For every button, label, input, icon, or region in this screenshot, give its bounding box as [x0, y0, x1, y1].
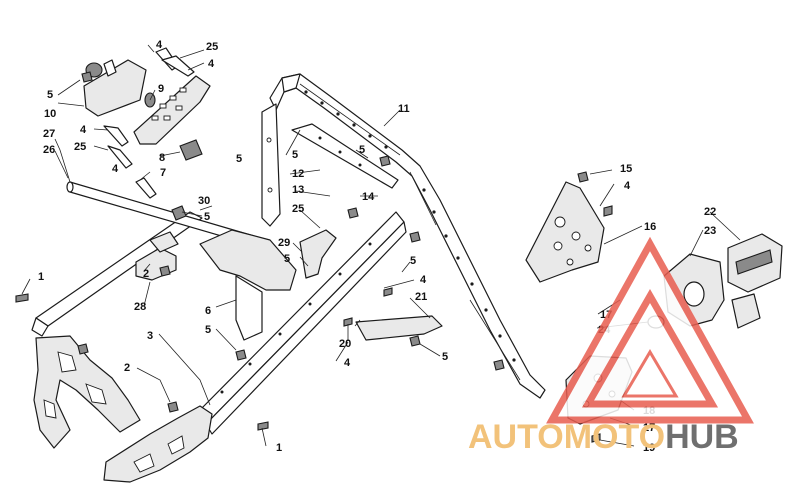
- upright-support: [261, 103, 281, 227]
- callout-26: 26: [43, 144, 55, 156]
- callout-21: 21: [415, 291, 427, 303]
- callout-5-g: 5: [284, 253, 290, 265]
- watermark-logo-icon: [546, 236, 754, 424]
- lower-frame-rail: [197, 211, 407, 435]
- callout-22: 22: [704, 206, 716, 218]
- callout-5-e: 5: [292, 149, 298, 161]
- callout-4-d: 4: [112, 163, 119, 175]
- callout-20: 20: [339, 338, 351, 350]
- seat-support: [199, 229, 297, 341]
- lower-bracket: [103, 405, 213, 483]
- callout-13: 13: [292, 184, 304, 196]
- callout-2-b: 2: [124, 362, 130, 374]
- control-unit: [727, 233, 783, 293]
- connector: [731, 293, 761, 329]
- callout-5-f: 5: [359, 144, 365, 156]
- callout-25-a: 25: [206, 41, 218, 53]
- callout-28: 28: [134, 301, 146, 313]
- callout-25-b: 25: [74, 141, 86, 153]
- rubber-bumper: [179, 139, 203, 161]
- callout-7: 7: [160, 167, 166, 179]
- bracket-21: [355, 315, 443, 341]
- fasteners: [15, 71, 613, 443]
- side-rail-tube: [31, 211, 203, 337]
- callout-4-c: 4: [80, 124, 87, 136]
- callout-4-f: 4: [344, 357, 351, 369]
- mounting-plate: [133, 75, 211, 145]
- callout-17-b: 17: [643, 422, 655, 434]
- callout-5-d: 5: [205, 324, 211, 336]
- watermark-text-part1: AUTOMOTO: [468, 418, 666, 456]
- callout-4-e: 4: [420, 274, 427, 286]
- callout-9: 9: [158, 83, 164, 95]
- callout-5-i: 5: [442, 351, 448, 363]
- callout-11: 11: [398, 103, 410, 115]
- roll-cage-frame: [269, 73, 546, 399]
- reservoir-tank: [83, 59, 147, 117]
- callout-5-a: 5: [47, 89, 53, 101]
- callout-5-b: 5: [236, 153, 242, 165]
- callout-6: 6: [205, 305, 211, 317]
- callout-8: 8: [159, 152, 165, 164]
- callout-23: 23: [704, 225, 716, 237]
- watermark-text: AUTOMOTOHUB: [468, 418, 739, 457]
- callout-10: 10: [44, 108, 56, 120]
- callout-4-g: 4: [624, 180, 631, 192]
- front-bracket: [33, 335, 141, 449]
- bolts: [103, 47, 195, 199]
- callout-29: 29: [278, 237, 290, 249]
- tab-strip: [291, 123, 399, 189]
- bracket-29: [299, 229, 337, 279]
- callout-4-b: 4: [208, 58, 215, 70]
- callout-4-a: 4: [156, 39, 163, 51]
- callout-30: 30: [198, 195, 210, 207]
- callout-12: 12: [292, 168, 304, 180]
- callout-5-h: 5: [410, 255, 416, 267]
- callout-5-c: 5: [204, 211, 210, 223]
- callout-27: 27: [43, 128, 55, 140]
- callout-25-c: 25: [292, 203, 304, 215]
- callout-15: 15: [620, 163, 632, 175]
- callout-16: 16: [644, 221, 656, 233]
- callout-19: 19: [643, 442, 655, 454]
- side-panel-16: [525, 181, 605, 283]
- callout-2-a: 2: [143, 268, 149, 280]
- watermark-text-part2: HUB: [665, 418, 739, 456]
- callout-1-a: 1: [38, 271, 44, 283]
- callout-14: 14: [362, 191, 375, 203]
- callout-3: 3: [147, 330, 153, 342]
- callout-1-b: 1: [276, 442, 282, 454]
